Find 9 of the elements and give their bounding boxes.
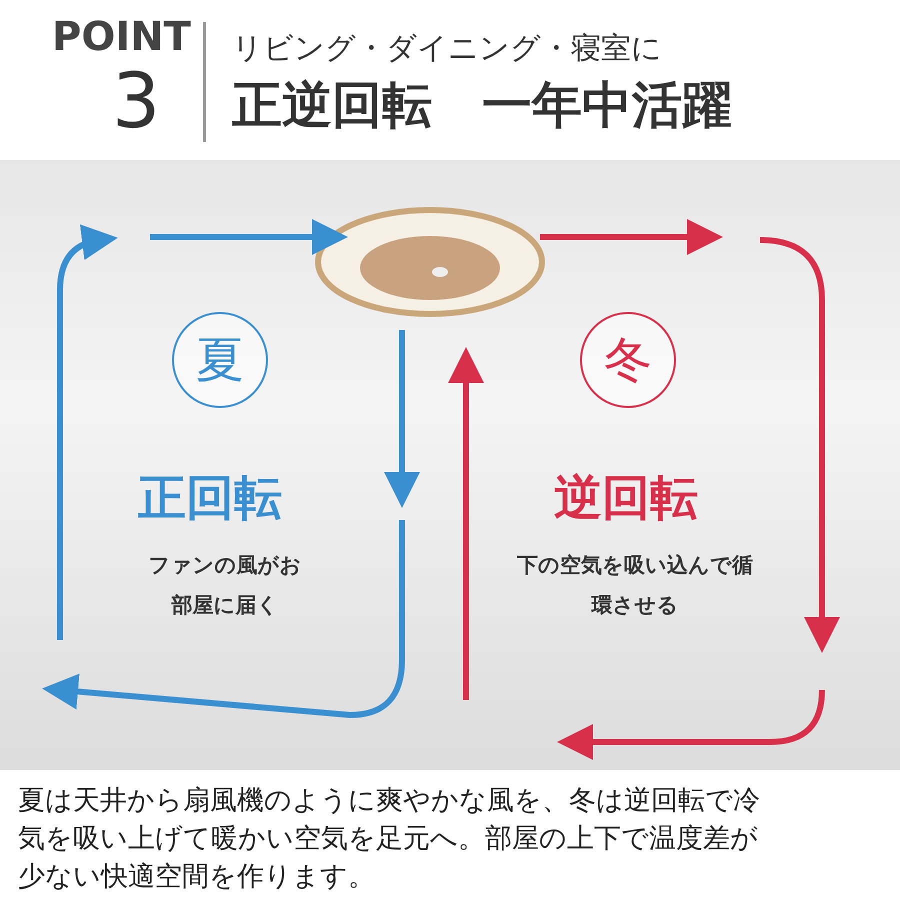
mode-heading: 逆回転 <box>554 469 698 528</box>
description-paragraph: 夏は天井から扇風機のように爽やかな風を、冬は逆回転で冷気を吸い上げて暖かい空気を足元へ。部屋の上下で温度差が少ない快適空間を作ります。 <box>18 784 761 894</box>
subheading: リビング・ダイニング・寝室に <box>232 30 662 68</box>
main-heading: 正逆回転 一年中活躍 <box>232 75 732 136</box>
mode-heading: 正回転 <box>138 469 282 528</box>
description-text: 下の空気を吸い込んで循環させる <box>516 551 754 619</box>
season-circle: 夏 <box>172 312 268 408</box>
season-circle: 冬 <box>580 312 676 408</box>
description-text: ファンの風がお部屋に届く <box>148 551 302 619</box>
